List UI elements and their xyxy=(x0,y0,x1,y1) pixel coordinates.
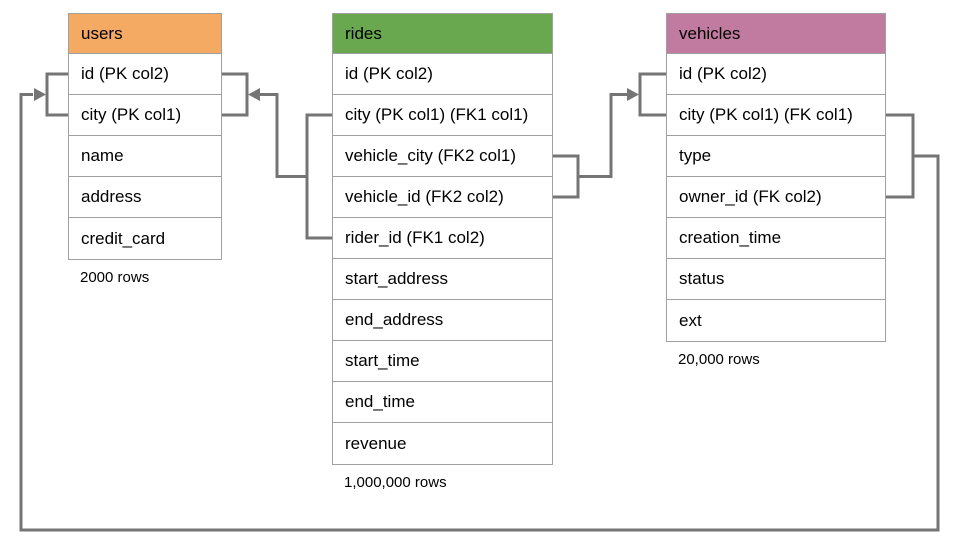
table-row: end_address xyxy=(333,300,552,341)
table-row: id (PK col2) xyxy=(69,54,221,95)
table-row: owner_id (FK col2) xyxy=(667,177,885,218)
fk-line-rides-to-users xyxy=(260,93,307,178)
table-users-header: users xyxy=(69,14,221,54)
bracket-vehicles-pk-left xyxy=(638,72,666,117)
table-rides-header: rides xyxy=(333,14,552,54)
table-row: ext xyxy=(667,300,885,341)
table-row: start_address xyxy=(333,259,552,300)
bracket-rides-fk2-right xyxy=(553,154,580,199)
table-row: end_time xyxy=(333,382,552,423)
fk-line-rides-to-vehicles xyxy=(578,93,627,178)
table-rides: rides id (PK col2) city (PK col1) (FK1 c… xyxy=(332,13,553,491)
table-row: revenue xyxy=(333,423,552,464)
row-count-label: 2000 rows xyxy=(80,269,150,286)
bracket-vehicles-fk-right xyxy=(886,113,915,199)
row-count-label: 20,000 rows xyxy=(678,351,760,368)
table-row: vehicle_city (FK2 col1) xyxy=(333,136,552,177)
table-row: rider_id (FK1 col2) xyxy=(333,218,552,259)
row-count-label: 1,000,000 rows xyxy=(344,474,447,491)
table-users-grid: users id (PK col2) city (PK col1) name a… xyxy=(68,13,222,260)
fk-arrowhead-rides-to-users xyxy=(248,88,260,101)
table-row: name xyxy=(69,136,221,177)
table-vehicles: vehicles id (PK col2) city (PK col1) (FK… xyxy=(666,13,886,368)
table-row: start_time xyxy=(333,341,552,382)
bracket-rides-fk1-left xyxy=(305,113,332,240)
bracket-users-pk-left xyxy=(45,72,68,117)
table-vehicles-header: vehicles xyxy=(667,14,885,54)
bracket-users-pk-right xyxy=(222,72,249,117)
table-row: city (PK col1) (FK col1) xyxy=(667,95,885,136)
table-rides-grid: rides id (PK col2) city (PK col1) (FK1 c… xyxy=(332,13,553,465)
table-row: type xyxy=(667,136,885,177)
fk-arrowhead-vehicles-to-users xyxy=(34,88,46,101)
table-row: city (PK col1) (FK1 col1) xyxy=(333,95,552,136)
fk-line-vehicles-to-users xyxy=(19,93,940,532)
table-row: status xyxy=(667,259,885,300)
table-row: creation_time xyxy=(667,218,885,259)
table-users: users id (PK col2) city (PK col1) name a… xyxy=(68,13,222,286)
table-row: city (PK col1) xyxy=(69,95,221,136)
table-row: id (PK col2) xyxy=(667,54,885,95)
fk-arrowhead-rides-to-vehicles xyxy=(627,88,639,101)
table-row: vehicle_id (FK2 col2) xyxy=(333,177,552,218)
table-vehicles-grid: vehicles id (PK col2) city (PK col1) (FK… xyxy=(666,13,886,342)
table-row: address xyxy=(69,177,221,218)
table-row: id (PK col2) xyxy=(333,54,552,95)
table-row: credit_card xyxy=(69,218,221,259)
